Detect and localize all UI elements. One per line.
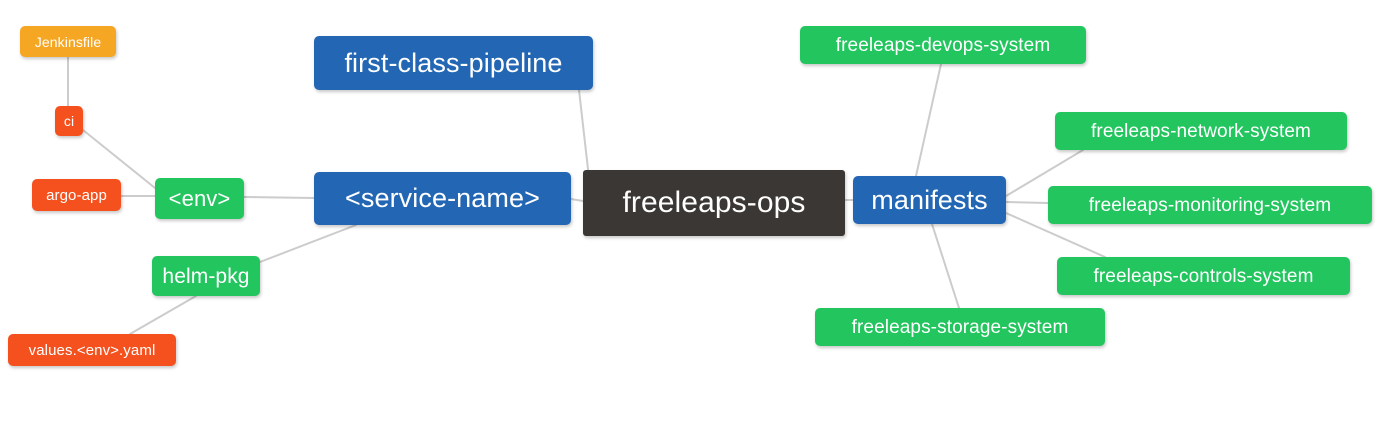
edge-service-helm: [259, 224, 357, 263]
node-first-class-pipeline[interactable]: first-class-pipeline: [314, 36, 593, 90]
node-manifests[interactable]: manifests: [853, 176, 1006, 224]
node-argo-app[interactable]: argo-app: [32, 179, 121, 211]
node-values-env-yaml[interactable]: values.<env>.yaml: [8, 334, 176, 366]
edge-service-env: [243, 196, 315, 199]
edge-manifests-monitoring: [1005, 201, 1049, 204]
edge-manifests-devops: [915, 63, 942, 177]
edge-ops-service: [570, 198, 584, 202]
node-freeleaps-controls-system[interactable]: freeleaps-controls-system: [1057, 257, 1350, 295]
node-freeleaps-monitoring-system[interactable]: freeleaps-monitoring-system: [1048, 186, 1372, 224]
node-freeleaps-ops[interactable]: freeleaps-ops: [583, 170, 845, 236]
node-helm-pkg[interactable]: helm-pkg: [152, 256, 260, 296]
node-ci[interactable]: ci: [55, 106, 83, 136]
edge-helm-values: [129, 295, 197, 335]
node-freeleaps-devops-system[interactable]: freeleaps-devops-system: [800, 26, 1086, 64]
edge-ops-pipeline: [578, 89, 590, 179]
edge-manifests-storage: [931, 223, 960, 309]
node-service-name[interactable]: <service-name>: [314, 172, 571, 225]
node-env[interactable]: <env>: [155, 178, 244, 219]
node-jenkinsfile[interactable]: Jenkinsfile: [20, 26, 116, 57]
node-freeleaps-storage-system[interactable]: freeleaps-storage-system: [815, 308, 1105, 346]
node-freeleaps-network-system[interactable]: freeleaps-network-system: [1055, 112, 1347, 150]
